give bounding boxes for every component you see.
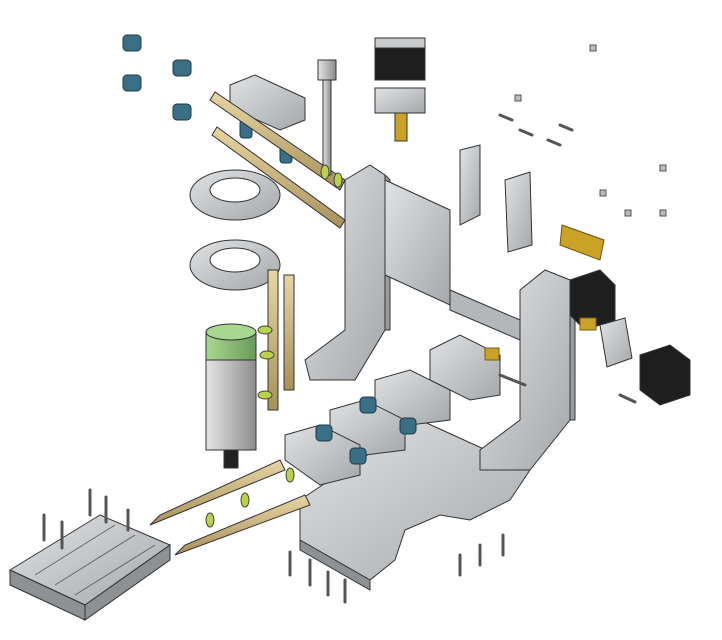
spindle — [205, 323, 257, 469]
left-side-plate — [304, 164, 391, 381]
lead-screw — [317, 59, 337, 176]
stepper-motors — [374, 37, 691, 406]
gold-plate — [559, 224, 605, 261]
linear-bushings — [122, 34, 417, 465]
washers — [205, 164, 343, 528]
guide-rods — [149, 91, 346, 556]
bearing-blocks — [284, 144, 533, 486]
gantry-plate — [384, 179, 521, 341]
front-bed — [8, 514, 172, 621]
screws — [42, 113, 637, 604]
small-nuts — [514, 44, 667, 217]
